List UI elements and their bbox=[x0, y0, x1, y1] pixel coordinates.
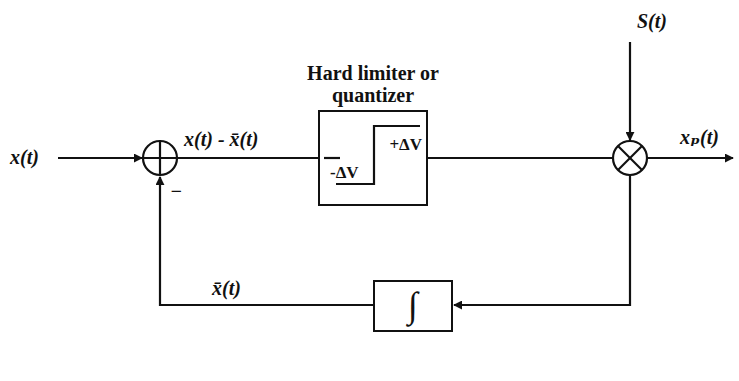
integrator-box: ∫ bbox=[373, 280, 453, 332]
signal-label: xₚ(t) bbox=[680, 126, 719, 148]
block-title: Hard limiter or quantizer bbox=[298, 62, 448, 106]
signal-label: x̄(t) bbox=[212, 277, 241, 299]
signal-label: − bbox=[170, 180, 182, 202]
quantizer-box: Hard limiter or quantizer+ΔV-ΔV bbox=[318, 110, 428, 206]
level-label: +ΔV bbox=[389, 136, 422, 155]
signal-label: S(t) bbox=[637, 10, 667, 32]
integral-symbol: ∫ bbox=[408, 286, 418, 326]
signal-label: x(t) - x̄(t) bbox=[184, 128, 258, 150]
level-label: -ΔV bbox=[330, 164, 359, 183]
signal-label: x(t) bbox=[10, 146, 39, 168]
